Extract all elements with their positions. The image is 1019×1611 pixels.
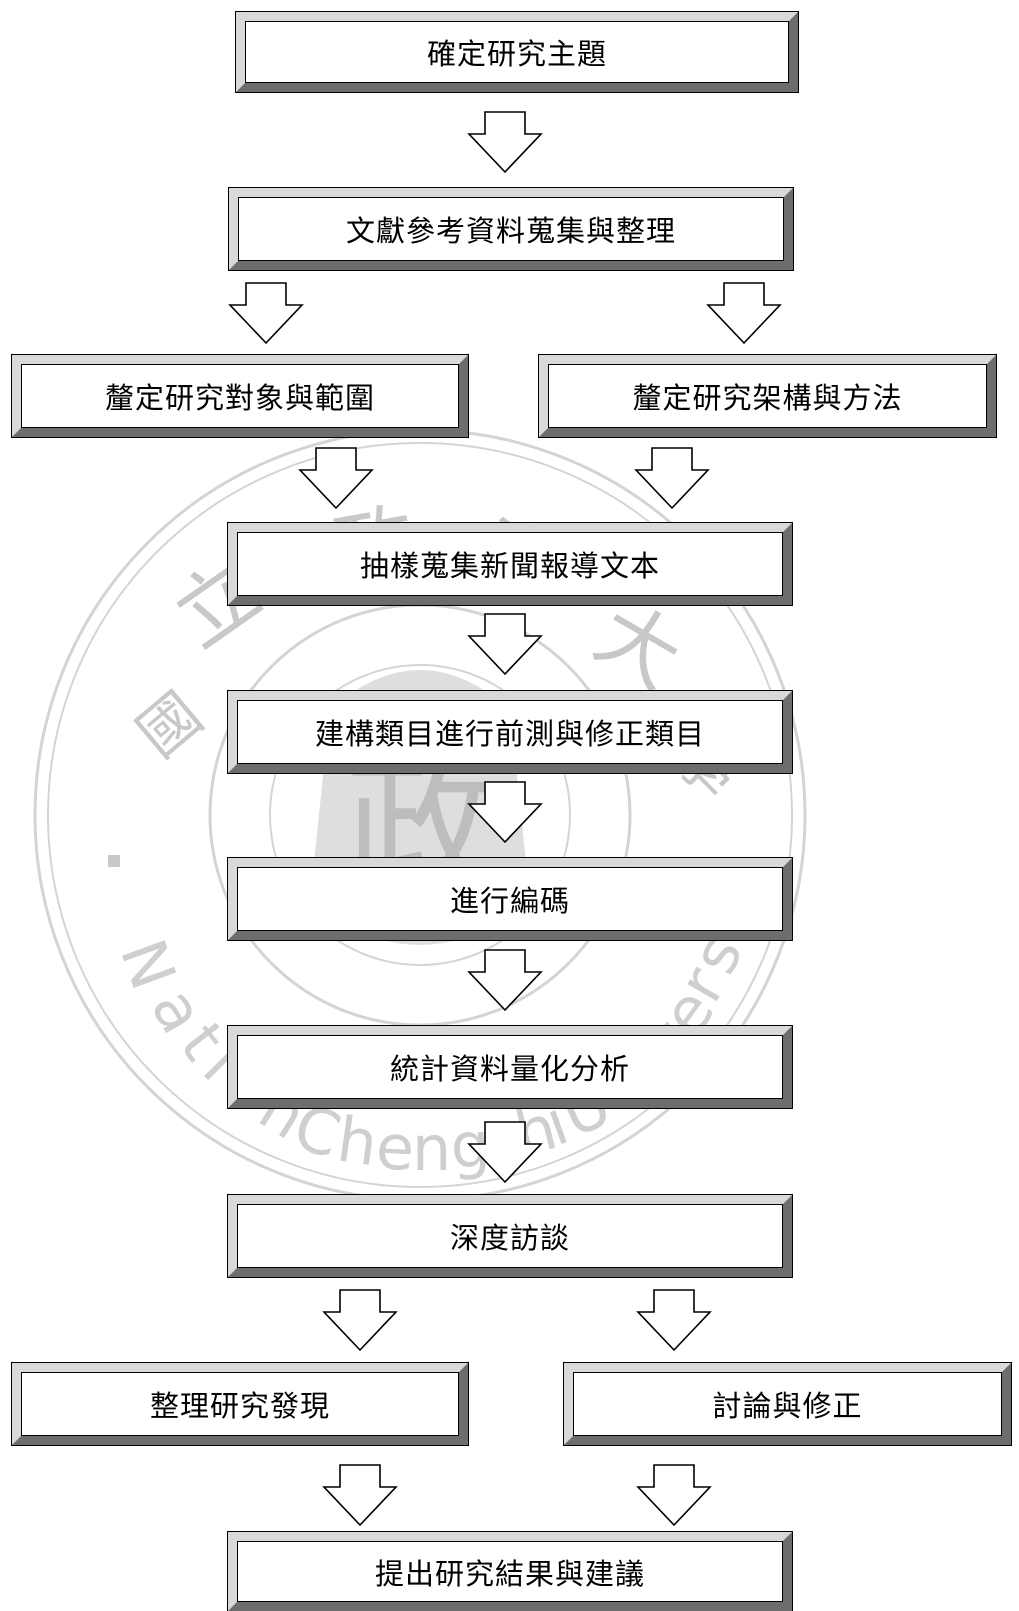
step-label: 文獻參考資料蒐集與整理 — [345, 214, 676, 248]
arrow-down-icon — [229, 282, 303, 344]
step-box-conclusion: 提出研究結果與建議 — [227, 1531, 793, 1611]
step-label: 整理研究發現 — [149, 1389, 330, 1423]
step-box-category-pretest: 建構類目進行前測與修正類目 — [227, 690, 793, 774]
step-box-in-depth-interview: 深度訪談 — [227, 1194, 793, 1278]
arrow-down-icon — [635, 447, 709, 509]
step-box-define-scope: 釐定研究對象與範圍 — [11, 354, 469, 438]
step-label: 釐定研究對象與範圍 — [104, 381, 375, 415]
arrow-down-icon — [323, 1464, 397, 1526]
step-box-coding: 進行編碼 — [227, 857, 793, 941]
svg-text:n: n — [412, 1112, 451, 1185]
step-box-literature-review: 文獻參考資料蒐集與整理 — [228, 187, 794, 271]
step-box-discussion: 討論與修正 — [563, 1362, 1012, 1446]
arrow-down-icon — [468, 949, 542, 1011]
arrow-down-icon — [323, 1289, 397, 1351]
arrow-down-icon — [637, 1289, 711, 1351]
step-label: 討論與修正 — [712, 1389, 863, 1423]
step-label: 進行編碼 — [449, 884, 570, 918]
arrow-down-icon — [707, 282, 781, 344]
svg-text:e: e — [374, 1110, 416, 1185]
step-label: 建構類目進行前測與修正類目 — [314, 717, 705, 751]
step-label: 抽樣蒐集新聞報導文本 — [359, 549, 660, 583]
step-label: 釐定研究架構與方法 — [632, 381, 903, 415]
step-label: 確定研究主題 — [426, 37, 607, 71]
step-label: 深度訪談 — [449, 1221, 570, 1255]
arrow-down-icon — [468, 781, 542, 843]
step-box-define-topic: 確定研究主題 — [235, 11, 799, 93]
step-box-sampling: 抽樣蒐集新聞報導文本 — [227, 522, 793, 606]
arrow-down-icon — [468, 1121, 542, 1183]
arrow-down-icon — [468, 111, 542, 173]
arrow-down-icon — [468, 613, 542, 675]
step-box-define-method: 釐定研究架構與方法 — [538, 354, 997, 438]
arrow-down-icon — [637, 1464, 711, 1526]
step-box-findings: 整理研究發現 — [11, 1362, 469, 1446]
arrow-down-icon — [299, 447, 373, 509]
step-label: 提出研究結果與建議 — [374, 1556, 645, 1591]
step-box-quantitative-analysis: 統計資料量化分析 — [227, 1025, 793, 1109]
step-label: 統計資料量化分析 — [389, 1052, 630, 1086]
